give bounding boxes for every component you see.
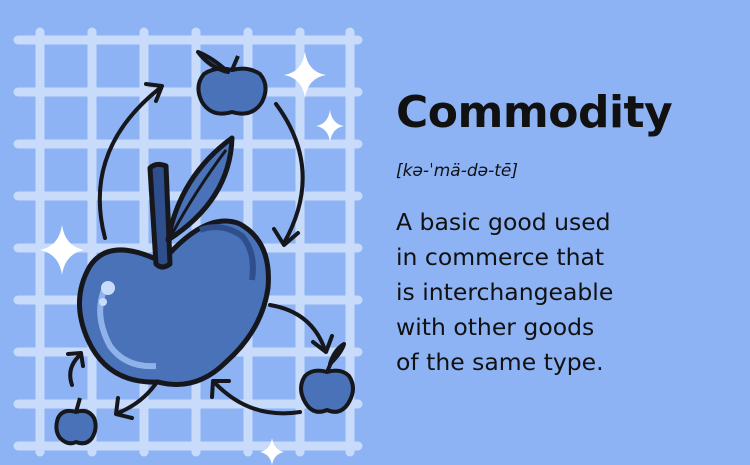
term-title: Commodity <box>396 87 673 138</box>
cycle-arrow-icon <box>66 82 334 420</box>
sparkle-icon <box>40 52 344 465</box>
definition-panel: Commodity [kə-ˈmä-də-tē] A basic good us… <box>396 87 736 380</box>
definition-line: in commerce that <box>396 242 605 271</box>
apple-small-icon <box>196 50 268 116</box>
definition-line: with other goods <box>396 312 595 341</box>
definition-line: A basic good used <box>396 207 611 236</box>
definition-line: of the same type. <box>396 347 604 376</box>
apple-large-icon <box>77 135 271 387</box>
apple-small-icon <box>299 342 355 414</box>
pronunciation: [kə-ˈmä-də-tē] <box>396 160 518 181</box>
definition-text: A basic good used in commerce that is in… <box>396 205 736 380</box>
apple-small-icon <box>54 397 98 446</box>
commodity-illustration <box>13 27 363 465</box>
definition-line: is interchangeable <box>396 277 614 306</box>
